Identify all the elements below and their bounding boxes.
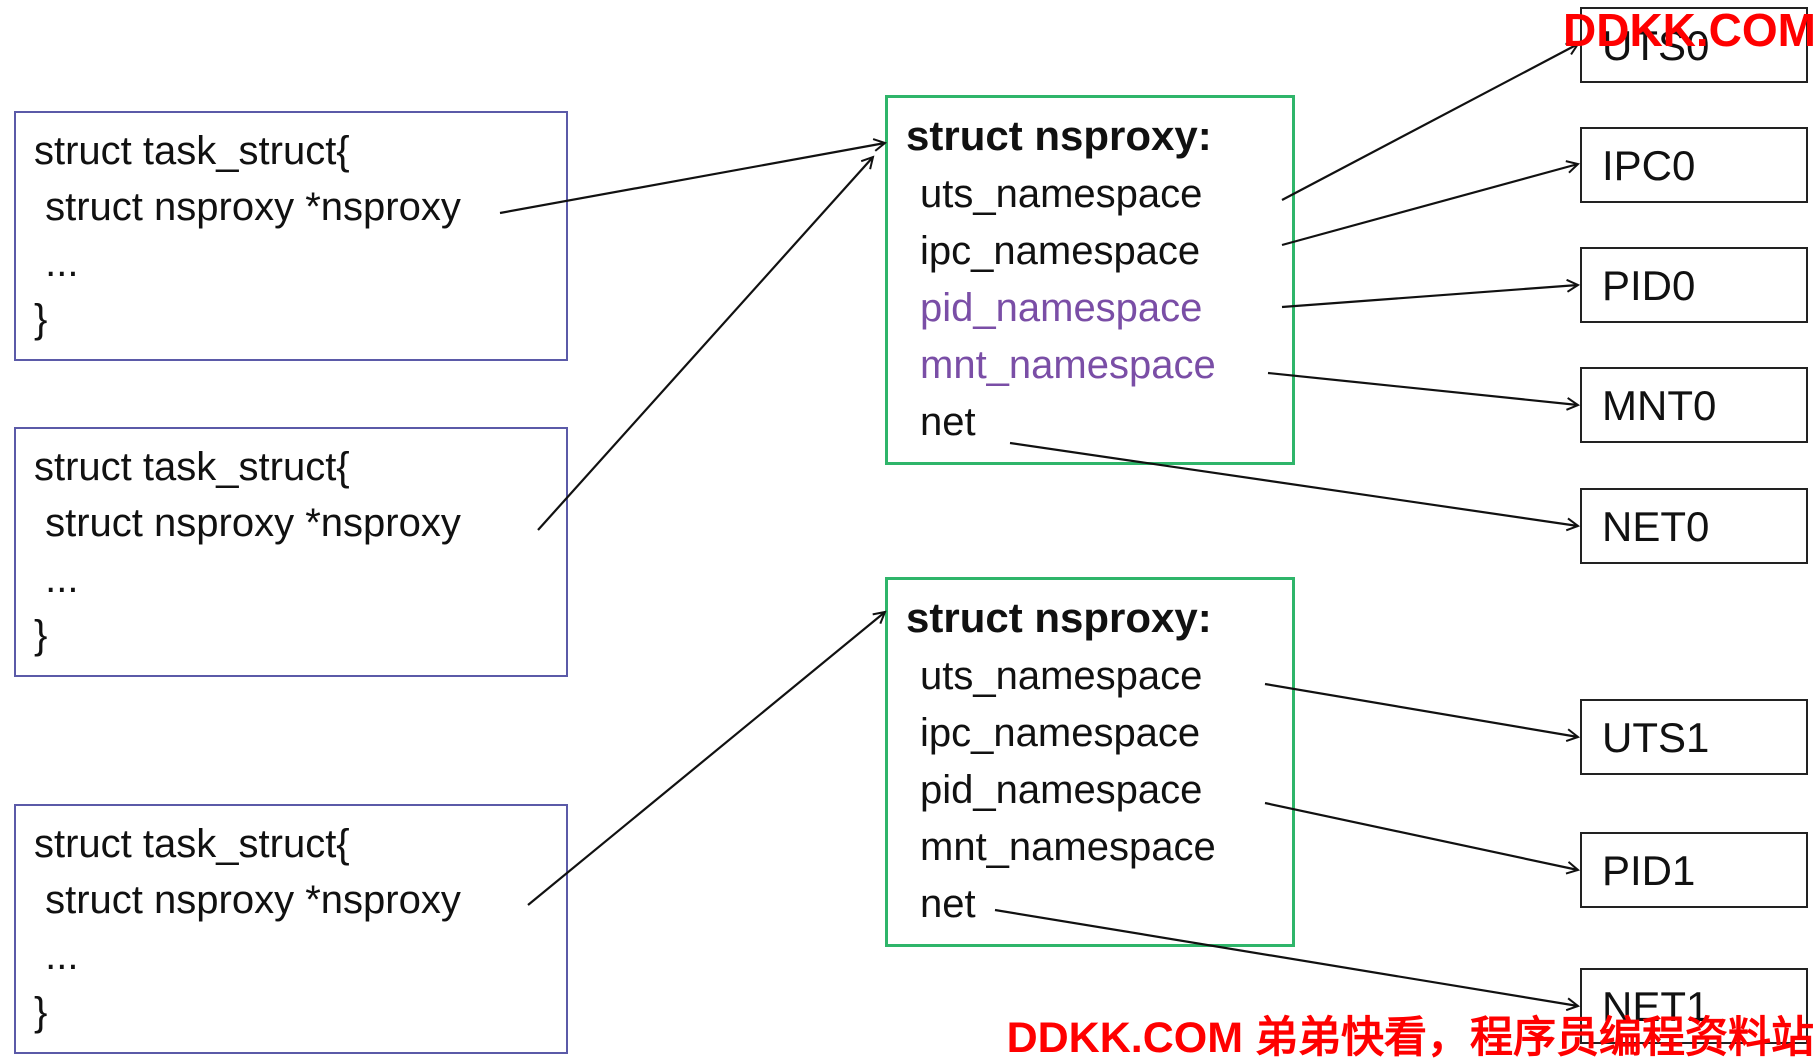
- namespace-box-uts1: UTS1: [1580, 699, 1808, 775]
- task-struct-nsproxy-field: struct nsproxy *nsproxy: [34, 501, 461, 545]
- nsproxy-field-uts: uts_namespace: [920, 654, 1203, 698]
- nsproxy-field-uts: uts_namespace: [920, 172, 1203, 216]
- watermark-top: DDKK.COM: [1563, 4, 1816, 56]
- namespace-label: UTS1: [1602, 714, 1710, 761]
- namespace-label: UTS0: [1602, 22, 1710, 69]
- task-struct-ellipsis: ...: [34, 557, 79, 601]
- namespace-label: NET0: [1602, 503, 1710, 550]
- task-struct-line: struct task_struct{: [34, 129, 350, 173]
- task-struct-line: struct task_struct{: [34, 822, 350, 866]
- nsproxy-field-net: net: [920, 882, 976, 926]
- arrow-uts1-to-uts1: [1264, 682, 1578, 737]
- nsproxy-field-ipc: ipc_namespace: [920, 711, 1201, 755]
- namespace-label: MNT0: [1602, 382, 1717, 429]
- task-struct-box-2: struct task_struct{ struct nsproxy *nspr…: [14, 427, 568, 677]
- nsproxy-field-pid: pid_namespace: [920, 286, 1203, 330]
- arrow-task3-to-nsproxy2: [527, 612, 885, 906]
- nsproxy-box-2: struct nsproxy: uts_namespace ipc_namesp…: [885, 577, 1295, 947]
- namespace-box-pid1: PID1: [1580, 832, 1808, 908]
- nsproxy-field-mnt: mnt_namespace: [920, 343, 1216, 387]
- namespace-label: PID0: [1602, 262, 1696, 309]
- arrow-task2-to-nsproxy1: [537, 157, 873, 531]
- namespace-box-mnt0: MNT0: [1580, 367, 1808, 443]
- namespace-box-uts0: UTS0: [1580, 7, 1808, 83]
- namespace-box-net0: NET0: [1580, 488, 1808, 564]
- namespace-label: PID1: [1602, 847, 1696, 894]
- namespace-label: IPC0: [1602, 142, 1696, 189]
- nsproxy-field-ipc: ipc_namespace: [920, 229, 1201, 273]
- namespace-box-ipc0: IPC0: [1580, 127, 1808, 203]
- task-struct-nsproxy-field: struct nsproxy *nsproxy: [34, 878, 461, 922]
- nsproxy-title: struct nsproxy:: [906, 112, 1212, 159]
- watermark-bottom: DDKK.COM 弟弟快看，程序员编程资料站: [1006, 1014, 1814, 1062]
- arrow-mnt-to-mnt0: [1267, 371, 1578, 405]
- arrow-ipc-to-ipc0: [1281, 164, 1578, 247]
- nsproxy-box-1: struct nsproxy: uts_namespace ipc_namesp…: [885, 95, 1295, 465]
- task-struct-box-1: struct task_struct{ struct nsproxy *nspr…: [14, 111, 568, 361]
- nsproxy-field-net: net: [920, 400, 976, 444]
- nsproxy-title: struct nsproxy:: [906, 594, 1212, 641]
- nsproxy-field-mnt: mnt_namespace: [920, 825, 1216, 869]
- task-struct-close: }: [34, 990, 48, 1034]
- arrow-pid-to-pid0: [1281, 285, 1578, 309]
- task-struct-close: }: [34, 297, 48, 341]
- arrow-uts-to-uts0: [1281, 44, 1578, 201]
- namespace-box-pid0: PID0: [1580, 247, 1808, 323]
- namespace-label: NET1: [1602, 983, 1710, 1030]
- task-struct-ellipsis: ...: [34, 241, 79, 285]
- task-struct-ellipsis: ...: [34, 934, 79, 978]
- nsproxy-field-pid: pid_namespace: [920, 768, 1203, 812]
- task-struct-close: }: [34, 613, 48, 657]
- task-struct-line: struct task_struct{: [34, 445, 350, 489]
- namespace-box-net1: NET1: [1580, 968, 1808, 1044]
- task-struct-box-3: struct task_struct{ struct nsproxy *nspr…: [14, 804, 568, 1054]
- task-struct-nsproxy-field: struct nsproxy *nsproxy: [34, 185, 461, 229]
- arrow-pid1-to-pid1: [1264, 801, 1578, 870]
